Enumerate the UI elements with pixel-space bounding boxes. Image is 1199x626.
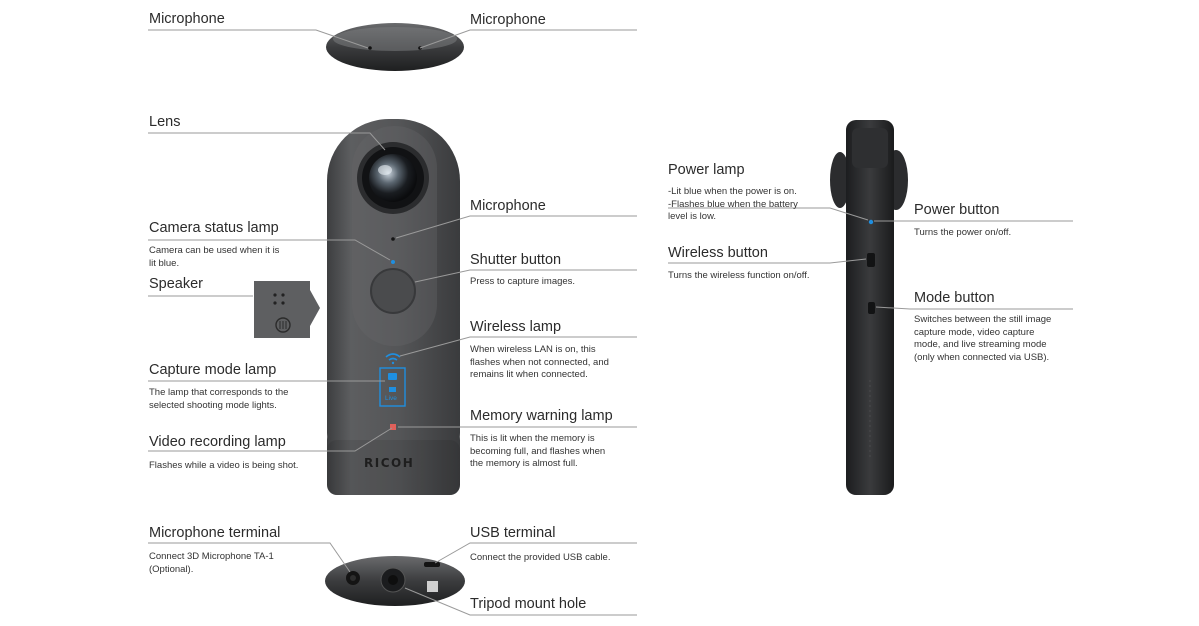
- speaker-inset: [254, 281, 320, 338]
- live-lamp-text: Live: [385, 395, 397, 402]
- bottom-view: [325, 556, 465, 606]
- leader-lines: [148, 29, 1073, 616]
- label-camera-status-lamp: Camera status lamp: [149, 220, 279, 236]
- label-video-recording-lamp: Video recording lamp: [149, 434, 286, 450]
- label-wireless-lamp: Wireless lamp: [470, 319, 562, 335]
- label-microphone-terminal: Microphone terminal: [149, 525, 281, 541]
- label-speaker: Speaker: [149, 276, 204, 292]
- desc-shutter-button: Press to capture images.: [470, 276, 576, 287]
- desc-memory-warning-lamp: This is lit when the memory is becoming …: [470, 433, 606, 469]
- label-power-button: Power button: [914, 202, 1000, 218]
- label-shutter-button: Shutter button: [470, 252, 562, 268]
- desc-capture-mode-lamp: The lamp that corresponds to the selecte…: [149, 387, 289, 411]
- desc-microphone-terminal: Connect 3D Microphone TA-1 (Optional).: [149, 551, 274, 575]
- label-power-lamp: Power lamp: [668, 162, 745, 178]
- desc-power-button: Turns the power on/off.: [914, 227, 1012, 238]
- desc-power-lamp: -Lit blue when the power is on. -Flashes…: [668, 186, 798, 222]
- brand-logo: RICOH: [364, 456, 415, 470]
- label-microphone-front: Microphone: [470, 198, 546, 214]
- label-wireless-button: Wireless button: [668, 245, 768, 261]
- label-microphone-top-left: Microphone: [149, 11, 225, 27]
- desc-mode-button: Switches between the still image capture…: [914, 314, 1052, 363]
- label-tripod-mount-hole: Tripod mount hole: [470, 596, 587, 612]
- desc-usb-terminal: Connect the provided USB cable.: [470, 552, 611, 563]
- desc-camera-status-lamp: Camera can be used when it is lit blue.: [149, 245, 280, 269]
- desc-video-recording-lamp: Flashes while a video is being shot.: [149, 460, 299, 471]
- top-view: [326, 23, 464, 71]
- label-microphone-top-right: Microphone: [470, 12, 546, 28]
- label-mode-button: Mode button: [914, 290, 995, 306]
- label-lens: Lens: [149, 114, 181, 130]
- front-view: [327, 119, 460, 495]
- label-usb-terminal: USB terminal: [470, 525, 556, 541]
- desc-wireless-button: Turns the wireless function on/off.: [668, 270, 810, 281]
- label-memory-warning-lamp: Memory warning lamp: [470, 408, 613, 424]
- desc-wireless-lamp: When wireless LAN is on, this flashes wh…: [470, 344, 609, 380]
- label-capture-mode-lamp: Capture mode lamp: [149, 362, 277, 378]
- side-view: [830, 120, 908, 495]
